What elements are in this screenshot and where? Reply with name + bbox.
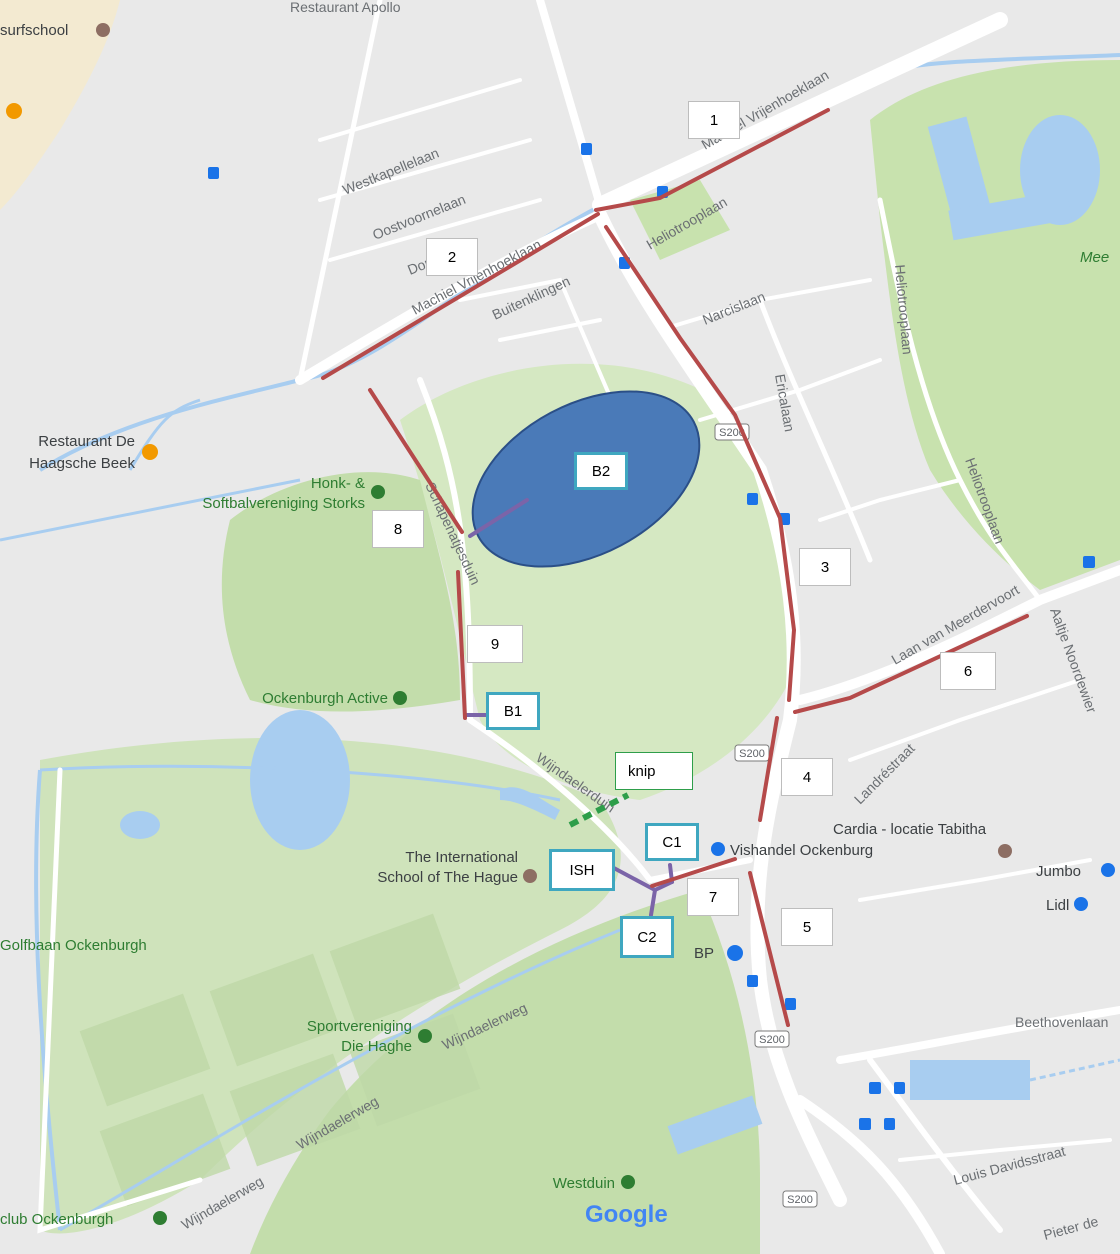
google-logo-text: Google: [585, 1201, 668, 1228]
poi-restaurant-de: Restaurant De: [38, 433, 135, 450]
segment-7-line: [650, 857, 737, 888]
poi-softbal: Softbalvereniging Storks: [202, 495, 365, 512]
club-icon: [153, 1211, 167, 1225]
softbal-icon: [371, 485, 385, 499]
segment-label-3[interactable]: 3: [799, 548, 851, 586]
segment-label-6[interactable]: 6: [940, 652, 996, 690]
fuel-icon: [727, 945, 743, 961]
poi-ish-line2: School of The Hague: [377, 869, 518, 886]
school-icon: [523, 869, 537, 883]
segment-label-4[interactable]: 4: [781, 758, 833, 796]
ockenburgh-active-icon: [393, 691, 407, 705]
segment-label-7[interactable]: 7: [687, 878, 739, 916]
segment-label-5[interactable]: 5: [781, 908, 833, 946]
segment-4-line: [758, 716, 779, 822]
segment-5-line: [748, 871, 790, 1027]
segment-2-line: [321, 212, 600, 380]
knip-dashed-line: [568, 792, 630, 828]
shop-icon: [711, 842, 725, 856]
poi-surfschool-icon: [96, 23, 110, 37]
segment-1-line: [594, 108, 830, 212]
poi-ish-line1: The International: [405, 849, 518, 866]
transit-stops: [208, 143, 1095, 1130]
poi-sport-line1: Sportvereniging: [307, 1018, 412, 1035]
poi-lidl: Lidl: [1046, 897, 1069, 914]
location-label-ish[interactable]: ISH: [549, 849, 615, 891]
westduin-icon: [621, 1175, 635, 1189]
segment-8-line: [368, 388, 464, 534]
restaurant-de-haagsche-beek-icon: [142, 444, 158, 460]
segment-label-9[interactable]: 9: [467, 625, 523, 663]
poi-ockenburgh-active: Ockenburgh Active: [262, 690, 388, 707]
beach-area: [0, 0, 120, 210]
restaurant-icon: [6, 103, 22, 119]
poi-cardia: Cardia - locatie Tabitha: [833, 821, 987, 838]
location-label-c2[interactable]: C2: [620, 916, 674, 958]
poi-honk: Honk- &: [311, 475, 365, 492]
segment-9-line: [456, 570, 467, 720]
segment-label-1[interactable]: 1: [688, 101, 740, 139]
highway-badge-4: S200: [787, 1194, 813, 1206]
location-label-knip[interactable]: knip: [615, 752, 693, 790]
poi-haagsche-beek: Haagsche Beek: [29, 455, 135, 472]
park-south: [250, 890, 760, 1254]
street-label-0: Restaurant Apollo: [290, 0, 401, 15]
poi-meer: Mee: [1080, 249, 1109, 266]
cardia-icon: [998, 844, 1012, 858]
route-segments: [321, 108, 1029, 1027]
poi-surfschool: surfschool: [0, 22, 68, 39]
poi-sport-line2: Die Haghe: [341, 1038, 412, 1055]
jumbo-icon: [1101, 863, 1115, 877]
location-label-b1[interactable]: B1: [486, 692, 540, 730]
location-label-c1[interactable]: C1: [645, 823, 699, 861]
poi-bp: BP: [694, 945, 714, 962]
highway-badge-2: S200: [739, 748, 765, 760]
highway-badges: [714, 423, 818, 1208]
segment-label-8[interactable]: 8: [372, 510, 424, 548]
poi-club: club Ockenburgh: [0, 1211, 113, 1228]
segment-6-line: [793, 614, 1029, 714]
highway-badge-1: S200: [719, 427, 745, 439]
poi-jumbo: Jumbo: [1036, 863, 1081, 880]
poi-westduin: Westduin: [553, 1175, 615, 1192]
google-logo: Google: [585, 1201, 668, 1228]
streams: [0, 53, 1120, 1232]
highway-badge-3: S200: [759, 1034, 785, 1046]
location-label-b2[interactable]: B2: [574, 452, 628, 490]
sport-icon: [418, 1029, 432, 1043]
segment-label-2[interactable]: 2: [426, 238, 478, 276]
lidl-icon: [1074, 897, 1088, 911]
street-label-beethovenlaan: Beethovenlaan: [1015, 1014, 1108, 1030]
street-label-heliotrooplaan-2: Heliotrooplaan: [892, 264, 916, 355]
poi-vishandel: Vishandel Ockenburg: [730, 842, 873, 859]
poi-golfbaan: Golfbaan Ockenburgh: [0, 937, 147, 954]
segment-3-line: [604, 225, 797, 702]
water-bodies: [120, 115, 1100, 1155]
